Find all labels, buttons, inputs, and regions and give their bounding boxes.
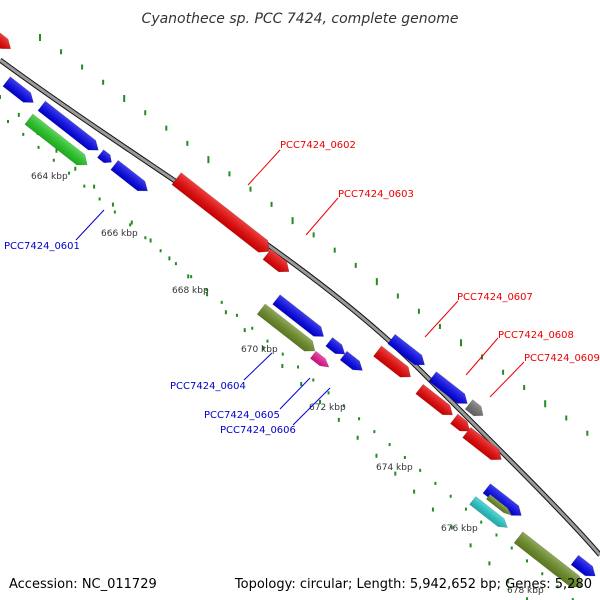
gene-0608-shade	[428, 371, 468, 404]
gene-label-0604: PCC7424_0604	[170, 381, 246, 392]
kbp-label-672: 672 kbp	[309, 403, 346, 413]
gene-0600a-shade	[2, 76, 34, 103]
gene-0604b-shade	[325, 337, 345, 355]
gene-0611	[450, 413, 471, 432]
gene-0603-shade	[262, 249, 290, 272]
gene-0600b-shade	[37, 101, 99, 151]
gene-0600a	[2, 76, 34, 103]
kbp-label-666: 666 kbp	[101, 229, 138, 239]
gene-0603	[262, 248, 290, 273]
gene-label-0602: PCC7424_0602	[280, 140, 356, 151]
gene-0616	[570, 554, 596, 577]
gene-0600b	[37, 100, 99, 151]
topology-text: Topology: circular; Length: 5,942,652 bp…	[234, 577, 592, 592]
gene-0602-shade	[171, 172, 270, 253]
kbp-label-678: 678 kbp	[507, 586, 544, 596]
gene-0601c	[110, 159, 148, 192]
gene-0610-shade	[415, 384, 453, 415]
kbp-label-664: 664 kbp	[31, 172, 68, 182]
gene-0608	[428, 371, 468, 404]
kbp-label-674: 674 kbp	[376, 463, 413, 473]
gene-0613	[482, 483, 522, 516]
gene-0609	[464, 399, 484, 417]
kbp-label-676: 676 kbp	[441, 524, 478, 534]
gene-0612	[462, 426, 502, 461]
gene-0606-shade	[387, 334, 425, 365]
gene-label-0609: PCC7424_0609	[524, 353, 600, 364]
gene-0601b-shade	[97, 149, 112, 163]
gene-0604c	[339, 350, 363, 371]
gene-0614	[469, 496, 508, 528]
gene-0604c-shade	[340, 351, 363, 371]
gene-0607	[373, 345, 411, 378]
gene-label-0605: PCC7424_0605	[204, 410, 280, 421]
kbp-label-670: 670 kbp	[241, 345, 278, 355]
gene-0614-shade	[469, 496, 508, 528]
kbp-label-668: 668 kbp	[172, 286, 209, 296]
gene-0607-shade	[373, 345, 411, 378]
gene-0606	[387, 333, 425, 366]
gene-0610	[415, 383, 453, 416]
gene-0602	[171, 172, 270, 253]
gene-0614b-shade	[486, 494, 512, 516]
gene-0609-shade	[465, 399, 484, 416]
gene-0614b	[485, 493, 513, 516]
gene-0601c-shade	[110, 160, 148, 191]
gene-0601b	[96, 149, 112, 164]
gene-0604	[256, 303, 316, 352]
gene-0612-shade	[462, 427, 502, 460]
gene-features	[0, 30, 596, 588]
gene-label-0601: PCC7424_0601	[4, 241, 80, 252]
gene-0611-shade	[450, 414, 470, 432]
gene-0604a-shade	[272, 294, 324, 337]
gene-0613-shade	[482, 483, 522, 516]
gene-0605-shade	[310, 351, 329, 368]
gene-0616-shade	[571, 555, 596, 577]
gene-0615-shade	[514, 531, 582, 588]
gene-0599-shade	[0, 30, 11, 49]
gene-0604a	[272, 294, 325, 337]
gene-0615	[513, 531, 582, 588]
tick-marks	[0, 33, 589, 600]
gene-0599	[0, 30, 12, 50]
gene-label-0603: PCC7424_0603	[338, 189, 414, 200]
gene-label-0607: PCC7424_0607	[457, 292, 533, 303]
gene-label-0606: PCC7424_0606	[220, 425, 296, 436]
map-title: Cyanothece sp. PCC 7424, complete genome	[142, 11, 459, 27]
gene-0601-shade	[24, 114, 88, 165]
accession-text: Accession: NC_011729	[9, 577, 157, 592]
gene-0601	[24, 113, 88, 166]
genome-backbone	[0, 57, 600, 557]
gene-label-0608: PCC7424_0608	[498, 330, 574, 341]
gene-0605	[309, 350, 330, 368]
gene-0604b	[325, 337, 346, 355]
gene-0604-shade	[257, 303, 315, 352]
